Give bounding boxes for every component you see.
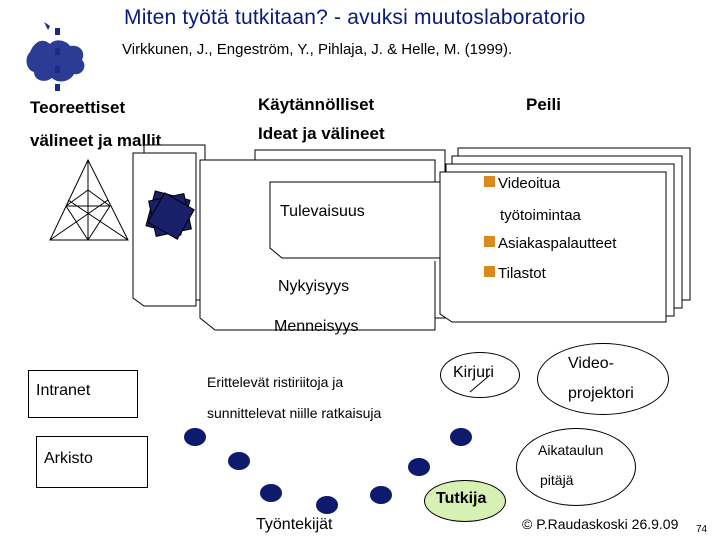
mirror-item-feedback: Asiakaspalautteet	[484, 235, 616, 252]
worker-dot	[260, 484, 282, 502]
researcher-oval	[424, 480, 506, 522]
mirror-item-statistics: Tilastot	[484, 265, 546, 282]
writer-label: Kirjuri	[453, 364, 494, 381]
page-title: Miten työtä tutkitaan? - avuksi muutosla…	[124, 6, 586, 29]
mirror-item-label: Tilastot	[498, 265, 546, 282]
bullet-icon	[484, 266, 495, 277]
mirror-page-stack	[439, 147, 691, 323]
worker-dot	[408, 458, 430, 476]
bullet-icon	[484, 236, 495, 247]
scheduler-oval	[516, 428, 636, 506]
intranet-label: Intranet	[36, 382, 91, 399]
practical-tools-heading-1: Käytännölliset	[258, 95, 375, 114]
contradictions-text-2: sunnittelevat niille ratkaisuja	[207, 405, 382, 421]
page-number: 74	[696, 524, 708, 535]
writer-oval	[440, 352, 520, 398]
projector-label-1: Video-	[568, 355, 614, 372]
worker-dot	[228, 452, 250, 470]
projector-label-2: projektori	[568, 385, 634, 402]
researcher-label: Tutkija	[436, 490, 487, 507]
contradictions-text-1: Erittelevät ristiriitoja ja	[207, 374, 344, 390]
worker-dot	[316, 496, 338, 514]
bullet-icon	[484, 176, 495, 187]
triangle-activity-model-icon	[49, 158, 129, 241]
reference-citation: Virkkunen, J., Engeström, Y., Pihlaja, J…	[122, 41, 513, 58]
theoretical-tools-heading-1: Teoreettiset	[30, 98, 126, 117]
worker-dot	[184, 428, 206, 446]
copyright-text: © P.Raudaskoski 26.9.09	[522, 516, 679, 532]
mirror-item-video-line2: työtoimintaa	[500, 207, 581, 224]
projector-oval	[537, 343, 669, 415]
intranet-box	[28, 370, 138, 418]
future-label: Tulevaisuus	[280, 203, 365, 220]
scheduler-label-2: pitäjä	[540, 472, 574, 488]
past-label: Menneisyys	[274, 318, 359, 335]
archive-label: Arkisto	[44, 450, 93, 467]
time-pages	[269, 181, 441, 262]
scheduler-label-1: Aikataulun	[538, 442, 604, 458]
workers-label: Työntekijät	[256, 516, 333, 533]
practical-tools-heading-2: Ideat ja välineet	[258, 124, 385, 143]
mirror-item-label: Asiakaspalautteet	[498, 235, 617, 252]
rotated-squares-icon	[145, 190, 195, 240]
worker-dot	[450, 428, 472, 446]
mirror-item-video: Videoitua	[484, 175, 560, 192]
archive-box	[36, 436, 148, 488]
mirror-item-label: Videoitua	[498, 175, 561, 192]
mirror-heading: Peili	[526, 95, 561, 114]
worker-dot	[370, 486, 392, 504]
present-label: Nykyisyys	[278, 278, 350, 295]
theoretical-tools-heading-2: välineet ja mallit	[30, 131, 162, 150]
